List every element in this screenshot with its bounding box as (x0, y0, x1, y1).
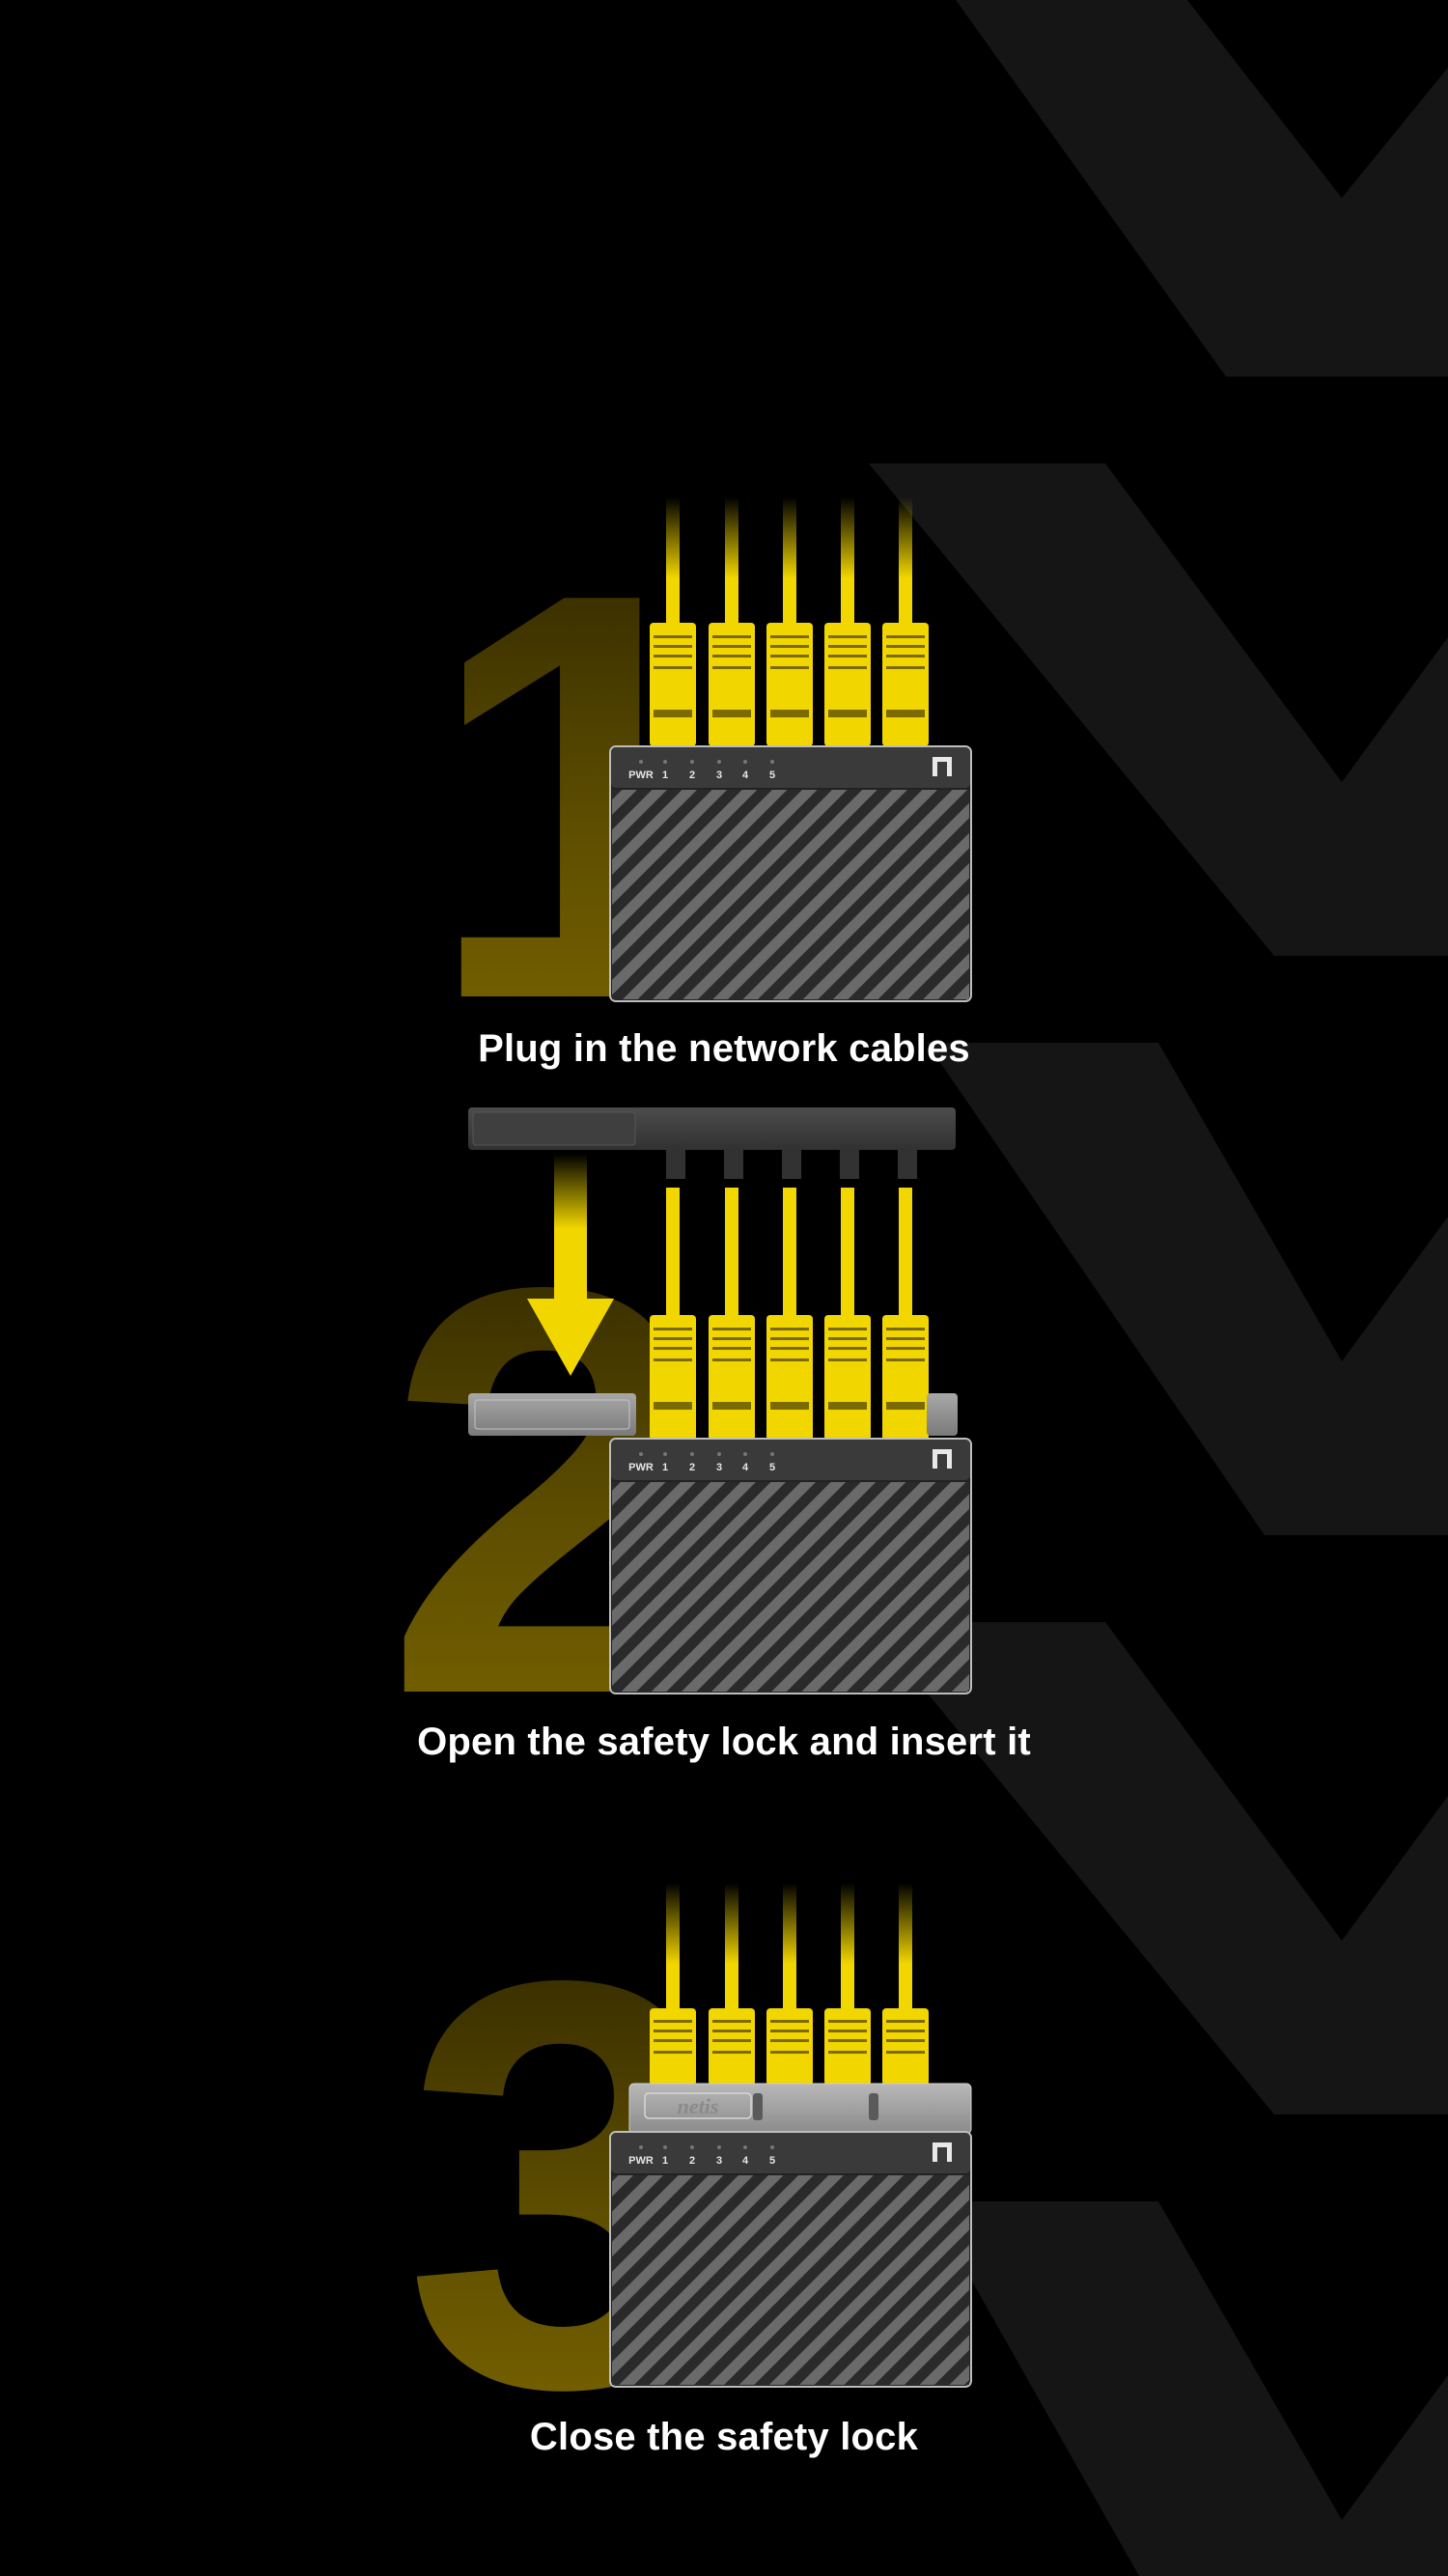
lock-brand-text: netis (678, 2094, 719, 2118)
led-label: 2 (689, 1462, 695, 1473)
step-2: 2 (384, 1107, 1031, 1815)
led-label: 4 (742, 770, 749, 781)
led-label: 1 (662, 2155, 668, 2167)
step-1-illustration: 1 PWR 1 2 3 4 5 (425, 473, 972, 1120)
network-cables (650, 1188, 929, 1441)
step-caption: Plug in the network cables (478, 1027, 970, 1070)
led-label: 4 (742, 1462, 749, 1473)
network-switch: PWR 1 2 3 4 5 (609, 1438, 972, 1694)
led-label: 3 (716, 2155, 722, 2167)
step-2-illustration: 2 (384, 1107, 972, 1815)
network-cables (650, 497, 929, 746)
step-caption: Close the safety lock (529, 2416, 919, 2458)
brand-logo-icon (933, 757, 952, 776)
led-label: 1 (662, 770, 668, 781)
led-label: 3 (716, 1462, 722, 1473)
led-label: 5 (769, 770, 775, 781)
led-label: 5 (769, 1462, 775, 1473)
network-cables (650, 1883, 929, 2086)
safety-lock-inserted (468, 1393, 958, 1436)
led-label: PWR (628, 1462, 654, 1473)
led-label: 1 (662, 1462, 668, 1473)
safety-lock-closed: netis (628, 2083, 972, 2135)
step-caption: Open the safety lock and insert it (417, 1721, 1031, 1763)
down-arrow-icon (527, 1154, 614, 1376)
safety-lock-open (468, 1107, 956, 1179)
network-switch: PWR 1 2 3 4 5 (609, 2131, 972, 2388)
led-label: 3 (716, 770, 722, 781)
led-label: PWR (628, 770, 654, 781)
step-3-illustration: 3 netis PWR 1 2 3 (404, 1862, 972, 2508)
step-3: 3 netis PWR 1 2 3 (404, 1862, 972, 2508)
step-1: 1 PWR 1 2 3 4 5 (0, 0, 1448, 1120)
brand-logo-icon (933, 2142, 952, 2162)
led-label: PWR (628, 2155, 654, 2167)
led-label: 2 (689, 2155, 695, 2167)
status-leds: PWR 1 2 3 4 5 (628, 2145, 775, 2167)
status-leds: PWR 1 2 3 4 5 (628, 1452, 775, 1473)
led-label: 5 (769, 2155, 775, 2167)
network-switch: PWR 1 2 3 4 5 (609, 745, 972, 1002)
status-leds: PWR 1 2 3 4 5 (628, 760, 775, 781)
led-label: 2 (689, 770, 695, 781)
led-label: 4 (742, 2155, 749, 2167)
brand-logo-icon (933, 1449, 952, 1469)
